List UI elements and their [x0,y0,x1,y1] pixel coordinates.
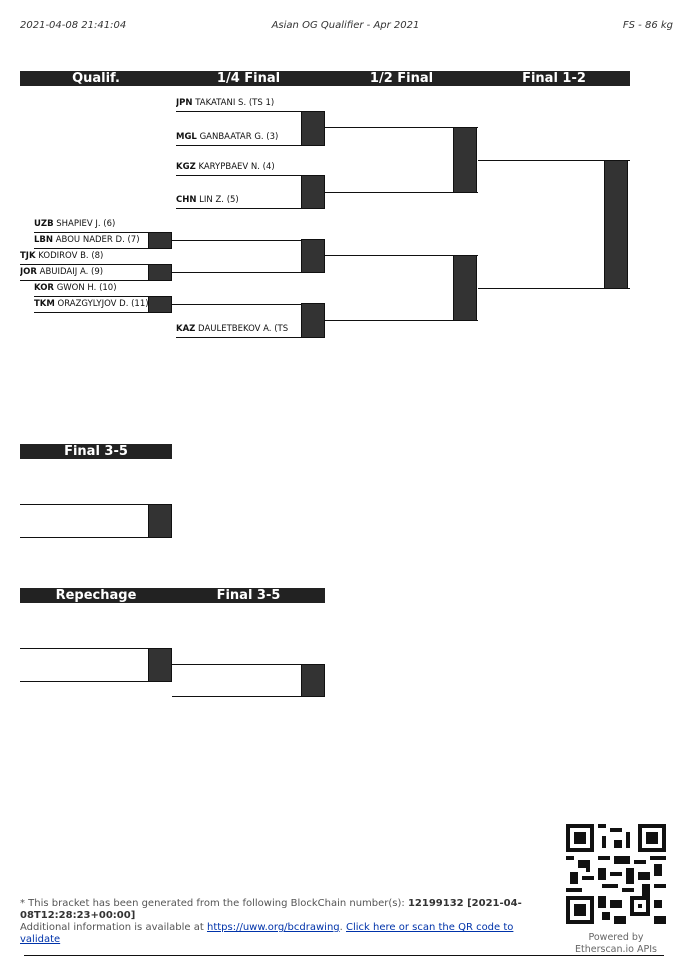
round-header-bar: Qualif. 1/4 Final 1/2 Final Final 1-2 [20,71,630,86]
bracket-slot: CHN LIN Z. (5) [176,194,325,209]
country-code: MGL [176,132,197,142]
validate-link[interactable]: Click here or scan the QR code to valida… [20,922,514,945]
blockchain-note-text: * This bracket has been generated from t… [20,898,408,909]
wrestler-name: SHAPIEV J. (6) [56,219,116,229]
score-box [148,296,172,313]
blockchain-number: 12199132 [2021-04-08T12:28:23+00:00] [20,898,522,921]
country-code: JPN [176,98,193,108]
repechage-header-bar: Repechage Final 3-5 [20,588,325,603]
score-box [148,648,172,682]
score-box [301,303,325,338]
bracket-slot: KAZ DAULETBEKOV A. (TS [176,323,325,338]
score-box [301,175,325,209]
wrestler-name: ABUIDAIJ A. (9) [39,267,104,277]
wrestler-name: KARYPBAEV N. (4) [198,162,275,172]
bracket-line [325,127,478,128]
bracket-line [478,160,630,161]
bracket-slot: LBN ABOU NADER D. (7) [34,234,172,249]
bracket-slot: KGZ KARYPBAEV N. (4) [176,161,325,176]
bracket-line [20,504,172,505]
wrestler-name: GANBAATAR G. (3) [199,132,279,142]
score-box [604,160,628,289]
additional-info: Additional information is available at h… [20,922,514,945]
score-box [453,127,477,193]
bracket-line [20,681,172,682]
blockchain-note: * This bracket has been generated from t… [20,898,540,922]
score-box [148,232,172,249]
etherscan-text: Etherscan.io APIs [575,944,657,955]
bracket-slot: JOR ABUIDAIJ A. (9) [20,266,172,281]
bracket-line [478,288,630,289]
bracket-slot: UZB SHAPIEV J. (6) [34,218,172,233]
wrestler-name: DAULETBEKOV A. (TS [198,324,289,334]
bracket-line [172,664,325,665]
round-quarter-final: 1/4 Final [216,71,281,86]
country-code: UZB [34,219,54,229]
round-repechage: Repechage [55,588,137,603]
country-code: JOR [20,267,37,277]
qr-code-icon[interactable] [566,824,666,924]
country-code: KOR [34,283,54,293]
print-datetime: 2021-04-08 21:41:04 [20,20,127,31]
bracket-slot: TKM ORAZGYLYJOV D. (11) [34,298,172,313]
score-box [301,239,325,273]
bracket-line [172,272,325,273]
round-final: Final 1-2 [522,71,586,86]
bracket-slot: MGL GANBAATAR G. (3) [176,131,325,146]
bottom-rule [24,955,664,956]
country-code: TKM [34,299,55,309]
wrestler-name: TAKATANI S. (TS 1) [195,98,275,108]
final-3-5-header-bar: Final 3-5 [20,444,172,459]
additional-info-text: Additional information is available at [20,922,207,933]
bcdrawing-link[interactable]: https://uww.org/bcdrawing [206,922,340,933]
bracket-slot: TJK KODIROV B. (8) [20,250,172,265]
wrestler-name: GWON H. (10) [56,283,117,293]
powered-by-text: Powered by [588,932,644,943]
bracket-slot: JPN TAKATANI S. (TS 1) [176,97,325,112]
weight-category: FS - 86 kg [622,20,673,31]
bracket-line [172,240,325,241]
round-final-3-5: Final 3-5 [64,444,128,459]
country-code: KAZ [176,324,196,334]
country-code: KGZ [176,162,196,172]
wrestler-name: ORAZGYLYJOV D. (11) [57,299,149,309]
wrestler-name: ABOU NADER D. (7) [55,235,140,245]
wrestler-name: LIN Z. (5) [199,195,239,205]
round-final-3-5: Final 3-5 [216,588,281,603]
bracket-line [172,304,325,305]
bracket-slot: KOR GWON H. (10) [34,282,172,297]
bracket-line [172,696,325,697]
bracket-line [325,320,478,321]
bracket-line [325,255,478,256]
country-code: CHN [176,195,197,205]
bracket-line [20,537,172,538]
bracket-line [325,192,478,193]
score-box [301,664,325,697]
country-code: LBN [34,235,54,245]
bracket-line [20,648,172,649]
round-semi-final: 1/2 Final [369,71,434,86]
score-box [148,264,172,281]
round-qualif: Qualif. [72,71,120,86]
score-box [148,504,172,538]
powered-by: Powered by Etherscan.io APIs [566,932,666,956]
wrestler-name: KODIROV B. (8) [38,251,104,261]
score-box [453,255,477,321]
country-code: TJK [20,251,36,261]
event-title: Asian OG Qualifier - Apr 2021 [271,20,420,31]
score-box [301,111,325,146]
